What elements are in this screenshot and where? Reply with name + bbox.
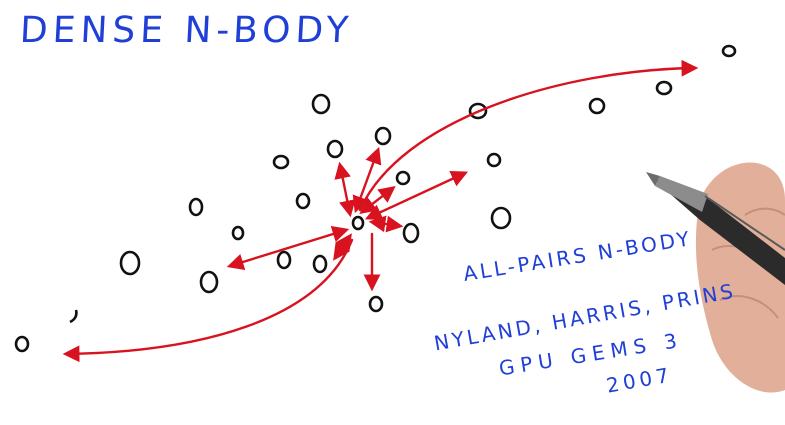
body — [721, 44, 737, 58]
body — [119, 250, 141, 276]
body — [395, 170, 411, 186]
force-arrow — [364, 171, 469, 220]
hand-with-pen-illustration — [646, 162, 785, 393]
force-arrow — [368, 215, 404, 233]
body — [326, 139, 344, 159]
body — [14, 335, 30, 353]
body — [276, 250, 292, 270]
body — [351, 215, 365, 231]
body — [588, 97, 606, 115]
force-arrows — [62, 59, 699, 363]
body — [368, 295, 384, 313]
body — [295, 192, 311, 210]
body — [231, 225, 245, 241]
body — [655, 80, 673, 96]
body — [490, 206, 512, 230]
body — [312, 254, 328, 274]
body — [272, 154, 290, 170]
body — [311, 93, 331, 115]
force-arrow-long — [358, 59, 699, 212]
force-arrow — [333, 233, 352, 261]
body — [188, 197, 204, 217]
body — [374, 126, 392, 146]
force-arrow — [334, 161, 356, 218]
body — [468, 102, 488, 120]
force-arrow-long — [62, 238, 354, 363]
body — [486, 152, 502, 168]
body — [402, 222, 420, 244]
body — [199, 270, 219, 294]
body — [69, 309, 78, 324]
force-arrow — [226, 225, 350, 271]
